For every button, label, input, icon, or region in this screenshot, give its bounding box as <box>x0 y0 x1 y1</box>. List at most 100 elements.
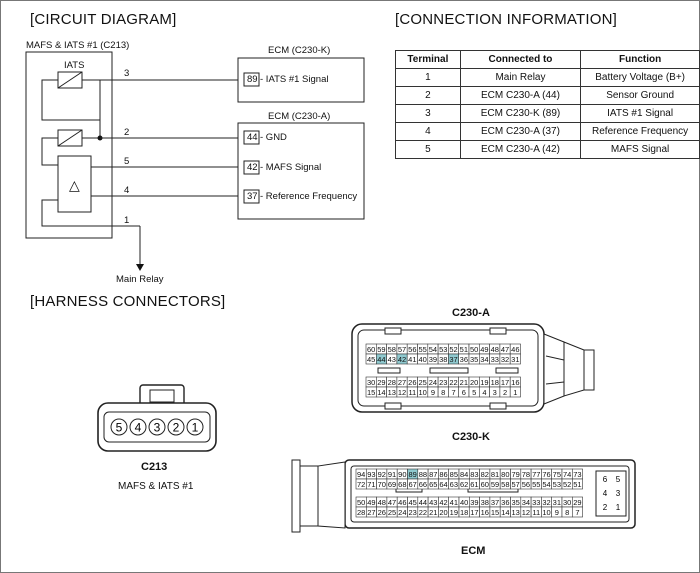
ecm-c230k-title: ECM (C230-K) <box>268 45 331 56</box>
c230k-pin-number: 66 <box>419 480 427 489</box>
c230k-pin-number: 91 <box>388 470 396 479</box>
c230a-pin-number: 50 <box>470 345 478 354</box>
c230k-pin-number: 26 <box>378 508 386 517</box>
c230k-pin-number: 73 <box>573 470 581 479</box>
sensor-box <box>25 51 113 239</box>
c230k-pin-number: 55 <box>532 480 540 489</box>
c230a-pin-number: 31 <box>511 355 519 364</box>
harness-connectors-heading: [HARNESS CONNECTORS] <box>30 293 226 310</box>
c230a-pin-number: 43 <box>388 355 396 364</box>
c230k-pin-number: 69 <box>388 480 396 489</box>
c230a-pin-number: 4 <box>482 388 486 397</box>
c230k-pin-number: 10 <box>542 508 550 517</box>
c230a-pin-number: 18 <box>491 378 499 387</box>
c230k-pin-number: 36 <box>501 498 509 507</box>
c230a-pin-number: 45 <box>367 355 375 364</box>
c213-pin-number: 3 <box>154 421 161 435</box>
ecm-pin-42: 42 <box>247 162 258 173</box>
c230k-pin-number: 50 <box>357 498 365 507</box>
c230k-pin-number: 88 <box>419 470 427 479</box>
c230k-pin-number: 72 <box>357 480 365 489</box>
c230k-pin-number: 82 <box>481 470 489 479</box>
connection-info-heading: [CONNECTION INFORMATION] <box>395 11 618 28</box>
cell-connected: ECM C230-K (89) <box>459 104 582 123</box>
c230k-pin-number: 38 <box>481 498 489 507</box>
c230k-pin-number: 47 <box>388 498 396 507</box>
ecm-label: ECM <box>461 545 486 557</box>
c230a-pin-number: 22 <box>449 378 457 387</box>
c213-pin-number: 2 <box>173 421 180 435</box>
c230k-pin-number: 65 <box>429 480 437 489</box>
c230a-pin-number: 23 <box>439 378 447 387</box>
c230a-pin-number: 26 <box>408 378 416 387</box>
c230k-pin-number: 22 <box>419 508 427 517</box>
c230a-pin-number: 17 <box>501 378 509 387</box>
c230k-pin-number: 81 <box>491 470 499 479</box>
c230a-pin-number: 9 <box>431 388 435 397</box>
c230a-pin-number: 44 <box>377 355 385 364</box>
c230k-pin-number: 13 <box>511 508 519 517</box>
c230k-pin-number: 37 <box>491 498 499 507</box>
c230a-pin-number: 1 <box>513 388 517 397</box>
c230k-pin-number: 54 <box>542 480 550 489</box>
c230a-pin-number: 19 <box>480 378 488 387</box>
main-relay-arrow <box>136 264 144 271</box>
c213-pin-number: 1 <box>192 421 199 435</box>
c230a-pin-number: 34 <box>480 355 488 364</box>
c230k-pin-number: 90 <box>398 470 406 479</box>
c230k-pin-number: 24 <box>398 508 406 517</box>
c230k-side-pin: 2 <box>603 503 608 512</box>
c230a-pin-number: 14 <box>377 388 385 397</box>
c230a-pin-number: 35 <box>470 355 478 364</box>
c230k-pin-number: 84 <box>460 470 468 479</box>
c230k-side-pin: 3 <box>616 489 621 498</box>
c230a-pin-number: 27 <box>398 378 406 387</box>
c230k-pin-number: 48 <box>378 498 386 507</box>
c230k-pin-number: 53 <box>553 480 561 489</box>
table-row: 5 ECM C230-A (42) MAFS Signal <box>395 140 700 159</box>
ecm-signal-ref-freq: - Reference Frequency <box>260 191 358 202</box>
c230k-pin-number: 80 <box>501 470 509 479</box>
c230k-pin-number: 23 <box>408 508 416 517</box>
c230k-pin-number: 92 <box>378 470 386 479</box>
c230k-pin-number: 60 <box>481 480 489 489</box>
c230a-label: C230-A <box>452 307 490 319</box>
c213-pin-number: 4 <box>135 421 142 435</box>
pin-label-5: 5 <box>124 156 130 167</box>
c230a-pin-number: 12 <box>398 388 406 397</box>
c230a-pin-number: 21 <box>460 378 468 387</box>
c230k-pin-number: 70 <box>378 480 386 489</box>
c230k-pin-number: 34 <box>522 498 530 507</box>
ecm-c230a-box <box>237 122 365 220</box>
c230a-pin-number: 16 <box>511 378 519 387</box>
pin-label-1: 1 <box>124 215 130 226</box>
c230a-pin-number: 29 <box>377 378 385 387</box>
c230k-pin-number: 52 <box>563 480 571 489</box>
c230k-pin-number: 76 <box>542 470 550 479</box>
c230k-pin-number: 87 <box>429 470 437 479</box>
c230k-pin-number: 15 <box>491 508 499 517</box>
c230k-pin-number: 44 <box>419 498 427 507</box>
mafs-element <box>57 155 92 213</box>
c230k-pin-number: 79 <box>511 470 519 479</box>
c213-pin-number: 5 <box>116 421 123 435</box>
c230k-pin-number: 35 <box>511 498 519 507</box>
c230k-pin-number: 94 <box>357 470 365 479</box>
c230k-side-pin: 1 <box>616 503 621 512</box>
c230k-pin-number: 41 <box>450 498 458 507</box>
cell-connected: ECM C230-A (42) <box>459 140 582 159</box>
c230k-pin-number: 74 <box>563 470 571 479</box>
pin-label-4: 4 <box>124 185 130 196</box>
c230a-pin-number: 40 <box>418 355 426 364</box>
ecm-pin-37: 37 <box>247 191 258 202</box>
c230k-pin-number: 59 <box>491 480 499 489</box>
ecm-pin-44: 44 <box>247 132 258 143</box>
c230a-pin-number: 46 <box>511 345 519 354</box>
sensor-title: MAFS & IATS #1 (C213) <box>26 40 130 51</box>
c230a-pin-number: 47 <box>501 345 509 354</box>
c230k-pin-number: 67 <box>408 480 416 489</box>
c230k-pin-number: 19 <box>450 508 458 517</box>
c213-pin <box>129 418 147 436</box>
